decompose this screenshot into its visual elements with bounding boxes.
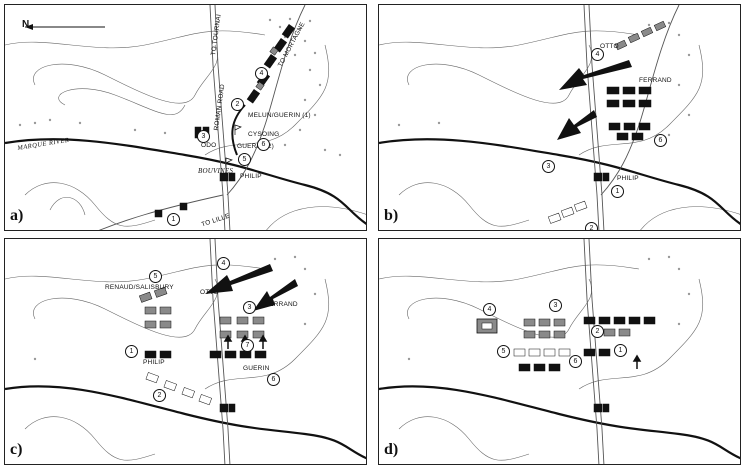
- guerin2-label: GUERIN (2): [237, 143, 275, 150]
- marker-3: 3: [197, 130, 210, 143]
- marker-4: 4: [217, 257, 230, 270]
- marker-6: 6: [267, 373, 280, 386]
- marker-2: 2: [591, 325, 604, 338]
- marker-6: 6: [257, 138, 270, 151]
- guerin-label: GUERIN: [243, 365, 270, 372]
- panel-c-terrain: [5, 239, 366, 464]
- marker-1: 1: [614, 344, 627, 357]
- odo-label: ODO: [201, 142, 217, 149]
- otto-label: OTTO: [200, 289, 219, 296]
- marker-4: 4: [591, 48, 604, 61]
- panel-a-label: a): [10, 207, 24, 224]
- arrow-icon: [205, 264, 273, 294]
- philip-label: PHILIP: [240, 173, 262, 180]
- flag-icon: [225, 124, 242, 168]
- melun-guerin-label: MELUN/GUERIN (1): [248, 112, 311, 119]
- map-panel-c: RENAUD/SALISBURY OTTO FERRAND PHILIP GUE…: [4, 238, 367, 465]
- marker-5: 5: [149, 270, 162, 283]
- bouvines-label: BOUVINES: [198, 167, 234, 175]
- marker-2: 2: [585, 222, 598, 230]
- marker-5: 5: [238, 153, 251, 166]
- panel-d-terrain: [379, 239, 740, 464]
- panel-c-label: c): [10, 441, 23, 458]
- marker-1: 1: [167, 213, 180, 226]
- arrow-icon: [559, 60, 632, 90]
- marker-6: 6: [654, 134, 667, 147]
- marker-6: 6: [569, 355, 582, 368]
- map-panel-a: N MARQUE RIVER TO TOURNAI TO MORTAGNE RO…: [4, 4, 367, 231]
- panel-d-label: d): [384, 441, 399, 458]
- ferrand-label: FERRAND: [639, 77, 672, 84]
- marsh-icon: [18, 17, 342, 157]
- marker-7: 7: [241, 339, 254, 352]
- panel-b-terrain: [379, 5, 740, 230]
- renaud-label: RENAUD/SALISBURY: [105, 284, 174, 291]
- marker-3: 3: [549, 299, 562, 312]
- marker-3: 3: [243, 301, 256, 314]
- panel-b-label: b): [384, 207, 399, 224]
- marker-2: 2: [153, 389, 166, 402]
- cysoing-label: CYSOING: [248, 131, 280, 138]
- map-panel-d: 1 2 3 4 5 6 d): [378, 238, 741, 465]
- marker-1: 1: [125, 345, 138, 358]
- marker-4: 4: [255, 67, 268, 80]
- otto-label: OTTO: [600, 43, 619, 50]
- ferrand-label: FERRAND: [265, 301, 298, 308]
- map-panel-b: OTTO FERRAND PHILIP 1 2 3 4 6 b): [378, 4, 741, 231]
- marker-5: 5: [497, 345, 510, 358]
- philip-label: PHILIP: [617, 175, 639, 182]
- marker-2: 2: [231, 98, 244, 111]
- north-label: N: [22, 19, 30, 30]
- marker-4: 4: [483, 303, 496, 316]
- panel-a-terrain: [5, 5, 366, 230]
- marker-3: 3: [542, 160, 555, 173]
- marker-1: 1: [611, 185, 624, 198]
- philip-label: PHILIP: [143, 359, 165, 366]
